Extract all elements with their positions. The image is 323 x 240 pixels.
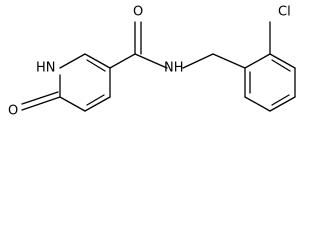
bond-c3-carbonyl-c: [109, 53, 136, 69]
amide-linker: [109, 21, 246, 69]
atom-label-ring-nitrogen: HN: [36, 61, 56, 76]
pyridinone-ring: [59, 53, 111, 112]
bond-a4-a5: [269, 96, 296, 112]
bond-n1-c2: [59, 53, 86, 69]
bond-c4-c5-inner: [86, 94, 105, 106]
bond-c2-c3-inner: [86, 59, 106, 72]
atom-label-amide-nitrogen: NH: [164, 61, 184, 76]
atom-label-ring-oxygen: O: [8, 104, 18, 119]
bond-ch2-aryl: [212, 53, 246, 69]
bond-c6-o-double: [21, 91, 59, 105]
bond-carbonyl-c-n: [134, 53, 168, 69]
atom-label-amide-oxygen: O: [133, 5, 143, 20]
bond-a4-a5-inner: [271, 94, 290, 106]
bond-n-ch2: [182, 53, 214, 69]
bond-a2-a3: [269, 53, 296, 69]
atom-label-cl: Cl: [278, 5, 291, 20]
chlorophenyl-ring: [244, 21, 296, 112]
chemical-structure-diagram: Cl O NH HN O: [8, 5, 296, 119]
atom-labels: Cl O NH HN O: [8, 5, 291, 119]
ring-carbonyl: [21, 91, 61, 111]
bond-a2-a3-inner: [271, 59, 291, 72]
bond-a5-a6: [244, 96, 271, 112]
bond-c5-c6: [59, 96, 86, 112]
bond-a1-a2: [244, 53, 271, 69]
bond-c2-c3: [84, 53, 111, 69]
bond-c4-c5: [84, 96, 111, 112]
bond-c6-o: [21, 96, 61, 111]
